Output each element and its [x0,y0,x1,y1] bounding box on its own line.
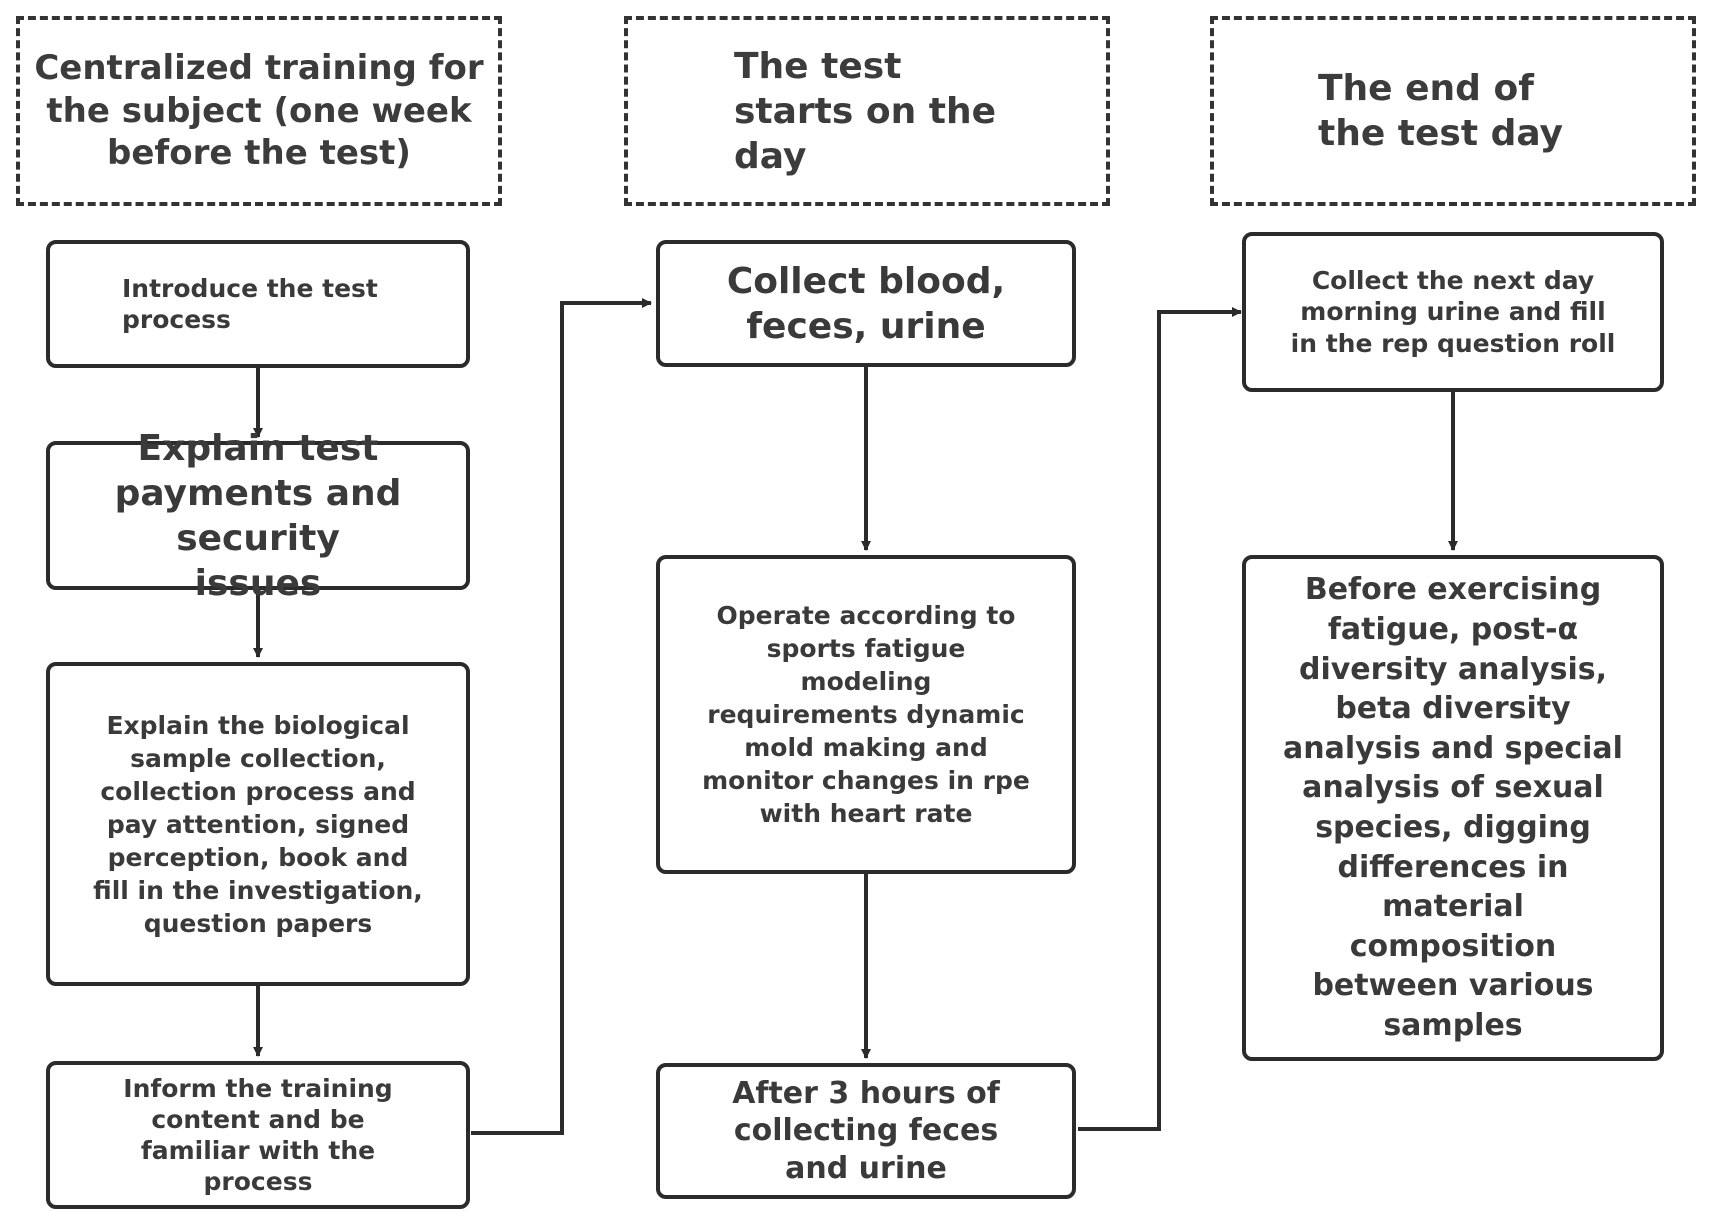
phase-test-end-label: The end of the test day [1318,68,1564,154]
step-inform-training: Inform the training content and be famil… [46,1061,470,1209]
phase-test-start: The test starts on the day [624,16,1110,206]
phase-test-end: The end of the test day [1210,16,1696,206]
step-operate-fatigue-modeling-label: Operate according to sports fatigue mode… [702,601,1030,828]
step-operate-fatigue-modeling: Operate according to sports fatigue mode… [656,555,1076,874]
phase-before-test: Centralized training for the subject (on… [16,16,502,206]
step-introduce-process: Introduce the test process [46,240,470,368]
step-explain-sample-collection-label: Explain the biological sample collection… [93,710,423,938]
step-introduce-process-label: Introduce the test process [122,273,378,334]
step-explain-sample-collection: Explain the biological sample collection… [46,662,470,986]
step-collect-blood-label: Collect blood, feces, urine [726,260,1006,347]
phase-before-test-label: Centralized training for the subject (on… [34,48,484,174]
phase-test-start-label: The test starts on the day [734,45,997,177]
step-explain-payments-label: Explain test payments and security issue… [114,427,402,604]
step-before-exercising-analysis-label: Before exercising fatigue, post-α divers… [1283,572,1623,1043]
step-inform-training-label: Inform the training content and be famil… [123,1073,393,1197]
step-after-3-hours: After 3 hours of collecting feces and ur… [656,1063,1076,1199]
step-collect-next-day-urine-label: Collect the next day morning urine and f… [1290,266,1616,358]
arrow-inform-to-collect-blood [471,298,652,1135]
step-after-3-hours-label: After 3 hours of collecting feces and ur… [732,1075,1000,1186]
step-collect-blood: Collect blood, feces, urine [656,240,1076,367]
arrow-after-to-next-day [1078,307,1242,1131]
step-collect-next-day-urine: Collect the next day morning urine and f… [1242,232,1664,392]
step-explain-payments: Explain test payments and security issue… [46,428,470,604]
step-before-exercising-analysis: Before exercising fatigue, post-α divers… [1242,555,1664,1061]
